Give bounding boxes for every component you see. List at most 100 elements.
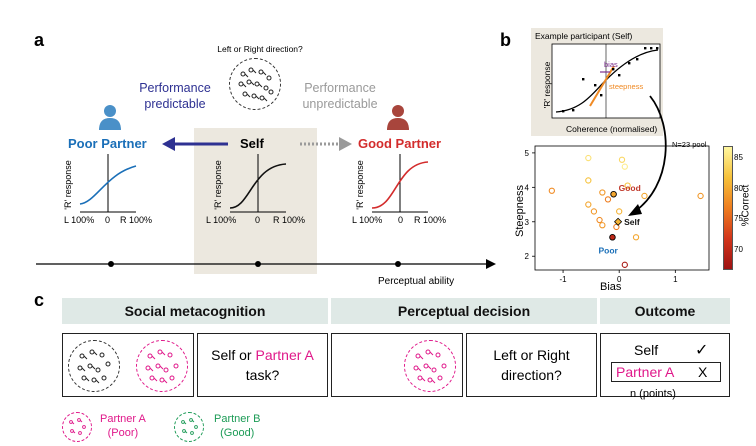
legend-partner-b-text: Partner B (Good) xyxy=(214,412,260,440)
legend-partner-a-line2: (Poor) xyxy=(107,427,139,439)
header-outcome: Outcome xyxy=(600,298,730,324)
social-stimulus-card xyxy=(62,333,194,397)
self-background xyxy=(194,128,317,274)
scatter-point xyxy=(621,261,628,268)
panel-letter-c: c xyxy=(34,290,45,310)
poor-x-left: L 100% xyxy=(64,215,95,225)
legend-partner-a-line1: Partner A xyxy=(100,413,146,425)
scatter-frame xyxy=(534,145,710,271)
colorbar-tick-label: 80 xyxy=(734,183,743,193)
good-partner-label: Good Partner xyxy=(358,136,442,151)
scatter-point xyxy=(621,163,628,170)
poor-x-right: R 100% xyxy=(120,215,153,225)
header-social-metacognition: Social metacognition xyxy=(62,298,328,324)
scatter-point xyxy=(596,216,603,224)
partner-a-dots-icon xyxy=(136,340,188,392)
colorbar-label: %Correct xyxy=(740,184,752,227)
good-x-left: L 100% xyxy=(352,215,383,225)
poor-partner-person-icon xyxy=(99,105,121,130)
poor-ylabel: 'R' response xyxy=(63,160,73,210)
cross-icon: X xyxy=(698,364,708,380)
inset-ylabel: 'R' response xyxy=(542,61,552,109)
unpredictable-label: Performance unpredictable xyxy=(290,80,390,112)
scatter-point xyxy=(697,192,704,200)
scatter-point xyxy=(590,208,598,215)
legend-partner-b-line1: Partner B xyxy=(214,413,261,425)
scatter-point xyxy=(599,189,606,196)
good-x-right: R 100% xyxy=(414,215,447,225)
x-tick-label: 0 xyxy=(617,275,622,284)
perceptual-dots-icon xyxy=(404,340,456,392)
x-tick-label: -1 xyxy=(560,275,568,284)
y-tick-label: 3 xyxy=(525,218,530,227)
partner-a-text: Partner A xyxy=(255,347,314,363)
unpredictable-line2: unpredictable xyxy=(302,97,378,111)
scatter-point xyxy=(641,192,648,200)
outcome-points-text: n (points) xyxy=(630,388,676,400)
predictable-label: Performance predictable xyxy=(130,80,220,112)
self-x-mid: 0 xyxy=(255,215,261,225)
inset-to-self-arrow xyxy=(628,95,667,216)
pool-label: N=23 pool xyxy=(672,140,707,149)
legend-partner-a-text: Partner A (Poor) xyxy=(100,412,146,440)
legend-partner-b-line2: (Good) xyxy=(220,427,255,439)
stimulus-question: Left or Right direction? xyxy=(217,44,303,54)
inset-psychometric-plot xyxy=(551,43,661,119)
highlight-poor-label: Poor xyxy=(598,245,618,255)
good-partner-person-icon xyxy=(387,105,409,130)
scatter-point xyxy=(548,187,555,194)
stimulus-dots-icon xyxy=(238,67,274,102)
colorbar xyxy=(723,146,733,270)
stimulus-dots xyxy=(229,58,281,110)
self-psychometric-plot xyxy=(229,154,287,213)
x-tick-label: 1 xyxy=(673,275,678,284)
header-perceptual-decision: Perceptual decision xyxy=(331,298,597,324)
panel-letter-b: b xyxy=(500,30,511,50)
perceptual-question-line2: direction? xyxy=(501,367,562,383)
poor-partner-label: Poor Partner xyxy=(68,136,147,151)
scatter-point xyxy=(604,196,612,203)
y-tick-label: 2 xyxy=(525,252,530,261)
y-tick-label: 5 xyxy=(525,149,530,158)
highlight-self-point xyxy=(614,217,623,226)
self-x-right: R 100% xyxy=(273,215,306,225)
predictable-line2: predictable xyxy=(144,97,206,111)
social-question-line2: task? xyxy=(245,367,280,383)
predictable-arrow xyxy=(162,137,228,151)
scatter-point xyxy=(585,154,592,162)
scatter-point xyxy=(616,208,623,215)
scatter-point xyxy=(618,156,626,163)
colorbar-tick-label: 75 xyxy=(734,214,743,224)
highlight-good-point xyxy=(610,190,617,198)
self-dots-icon xyxy=(68,340,120,392)
bias-label: bias xyxy=(604,60,618,69)
good-x-mid: 0 xyxy=(398,215,404,225)
social-question-line1: Self or Partner A xyxy=(211,345,314,365)
highlight-good-label: Good xyxy=(619,183,641,193)
scatter-point xyxy=(599,222,606,229)
inset-xlabel: Coherence (normalised) xyxy=(566,124,658,134)
good-ylabel: 'R' response xyxy=(355,160,365,210)
highlight-poor-point xyxy=(609,234,616,241)
y-tick-label: 4 xyxy=(525,183,530,192)
good-psychometric-plot xyxy=(371,154,429,213)
outcome-partner-box: Partner A X xyxy=(611,362,721,382)
predictable-line1: Performance xyxy=(139,81,211,95)
scatter-point xyxy=(585,177,592,184)
panel-letter-a: a xyxy=(34,30,45,50)
colorbar-tick-label: 70 xyxy=(734,244,743,254)
scatter-point xyxy=(632,234,640,241)
social-question-card: Self or Partner A task? xyxy=(197,333,328,397)
unpredictable-line1: Performance xyxy=(304,81,376,95)
self-x-left: L 100% xyxy=(206,215,237,225)
perceptual-ability-label: Perceptual ability xyxy=(378,276,455,287)
perceptual-stimulus-card xyxy=(331,333,463,397)
self-label: Self xyxy=(240,136,264,151)
legend-partner-b-icon xyxy=(174,412,204,442)
perceptual-ability-axis xyxy=(36,259,496,269)
poor-psychometric-plot xyxy=(79,154,137,213)
perceptual-question-line1: Left or Right xyxy=(493,347,570,363)
check-icon: ✓ xyxy=(695,342,709,359)
self-or-text: Self or xyxy=(211,347,256,363)
